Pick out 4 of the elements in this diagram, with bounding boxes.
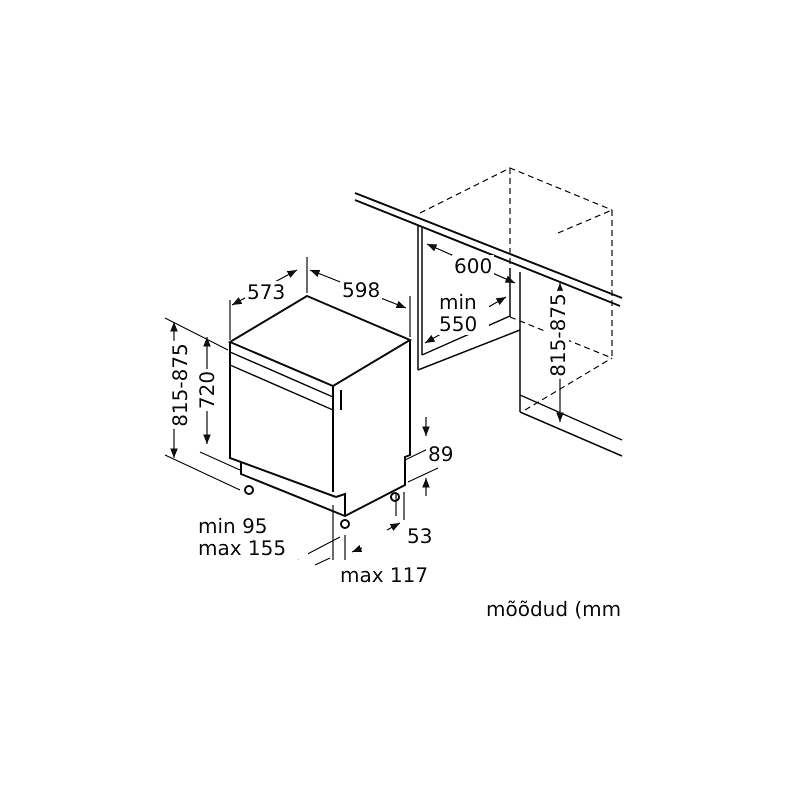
- dimension-label: 598: [340, 279, 382, 301]
- dimension-label: 600: [452, 255, 494, 277]
- dimension-label: 815-875: [547, 291, 569, 379]
- dimension-label: min 550: [437, 291, 489, 335]
